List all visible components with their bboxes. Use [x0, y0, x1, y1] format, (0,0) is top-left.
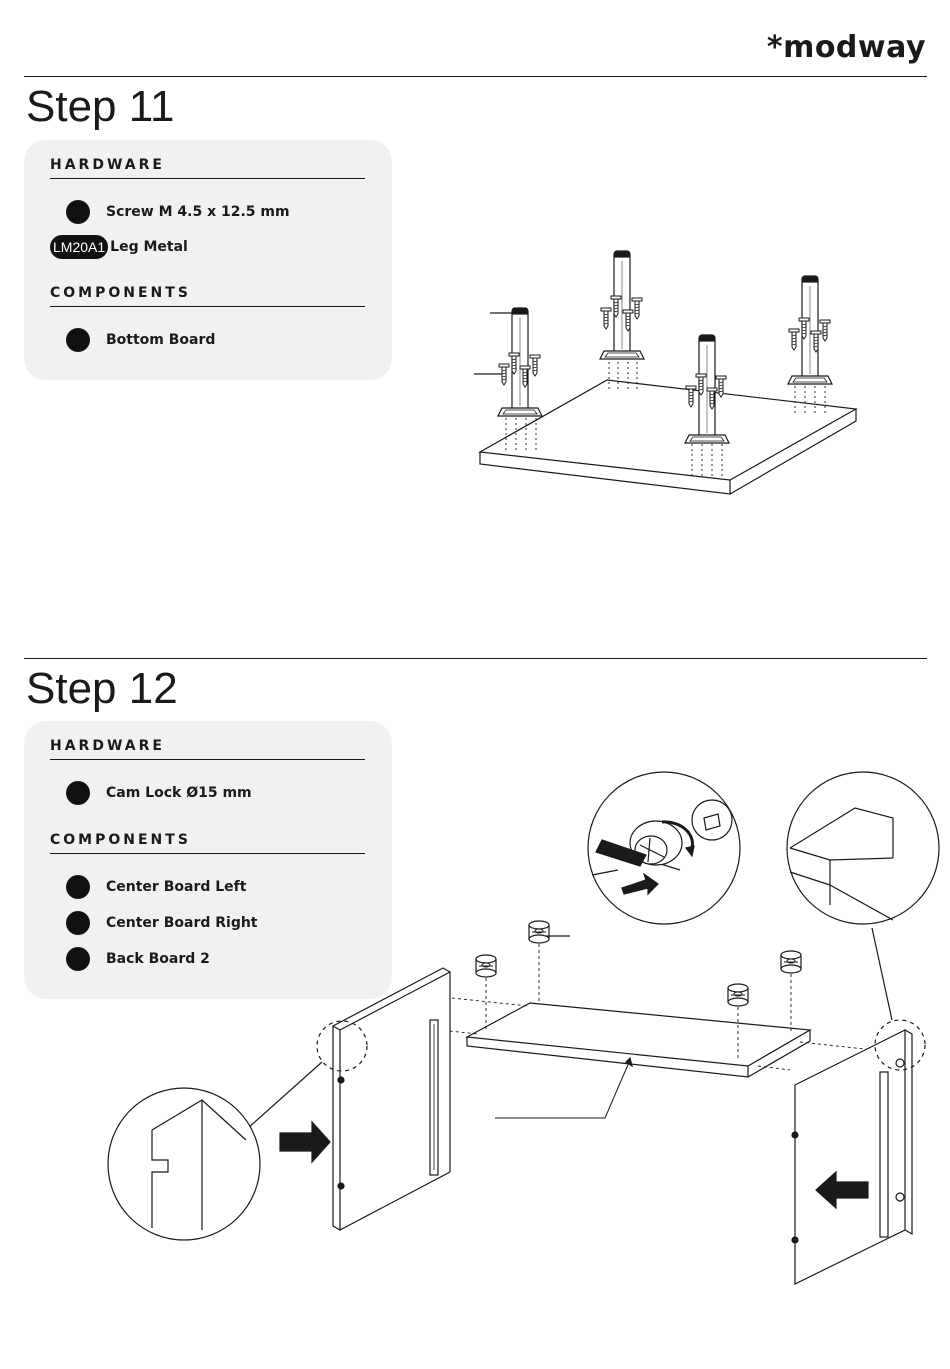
cam-lock-icon: [476, 955, 496, 977]
cam-lock-icon: [781, 951, 801, 973]
push-right-arrow-icon: [280, 1122, 330, 1162]
board-detail-magnifier: [787, 772, 939, 924]
step-12-illustration: [108, 772, 939, 1284]
cam-lock-icon: [728, 984, 748, 1006]
step-11-illustration: [474, 251, 856, 494]
cam-lock-icon: [529, 921, 549, 943]
